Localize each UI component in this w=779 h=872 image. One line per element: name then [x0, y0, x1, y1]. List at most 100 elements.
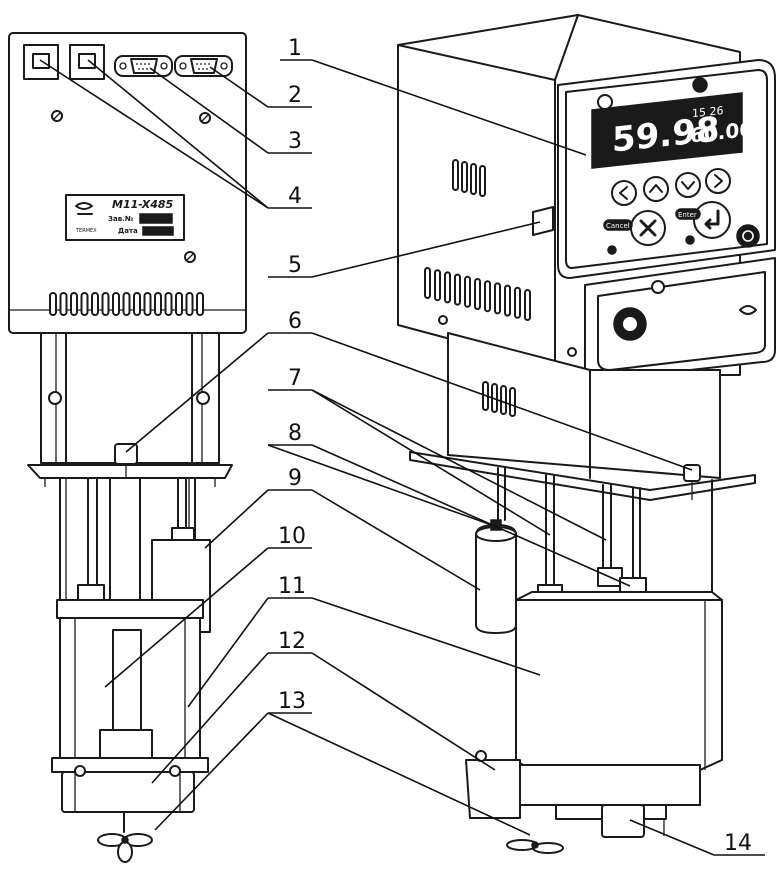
callout-12: 12 [278, 629, 306, 654]
callout-8: 8 [288, 421, 302, 446]
pump-switch-key-icon [78, 53, 96, 69]
pump-outlet-14 [601, 804, 645, 838]
arrow-right-button[interactable] [705, 168, 731, 194]
enter-button[interactable] [693, 201, 731, 239]
rs232-connector-icon [114, 55, 173, 77]
arrow-left-button[interactable] [611, 180, 637, 206]
cooling-fin [175, 292, 183, 316]
power-button[interactable] [736, 224, 760, 248]
vent-slot [524, 289, 531, 321]
screw-icon [196, 391, 210, 405]
bolt-icon [74, 765, 86, 777]
screw-icon [438, 315, 448, 325]
stirrer-shaft [112, 629, 142, 731]
enter-tag [675, 208, 701, 220]
tube-collar [56, 599, 204, 619]
rating-label [532, 206, 554, 236]
vent-slot [514, 286, 521, 319]
cancel-icon [639, 219, 657, 237]
cooling-fin [143, 292, 152, 316]
timer-icon [607, 245, 617, 255]
vent-slot [494, 282, 501, 315]
right-neck [447, 332, 721, 479]
propeller-icon [97, 833, 153, 863]
leader-lines [39, 59, 765, 856]
cooling-fin [185, 292, 194, 316]
power-indicator-icon [597, 94, 613, 110]
vent-slot [452, 159, 459, 191]
side-vents [424, 159, 531, 321]
vent-slot [434, 269, 441, 302]
vent-slot [464, 275, 471, 308]
screw-icon [48, 391, 62, 405]
vent-slot [484, 280, 491, 313]
arrow-down-button[interactable] [675, 172, 701, 198]
mounting-plate [27, 464, 233, 479]
power-icon [742, 230, 754, 242]
propeller-icon [506, 839, 564, 854]
nameplate-serial-label: Зав.№ [108, 215, 134, 223]
screw-icon [51, 110, 211, 263]
cooling-fin [59, 292, 68, 316]
display-small-readout: 15 26 [692, 104, 723, 120]
mounting-plate [409, 451, 756, 501]
level-sensor-knob [114, 443, 138, 465]
pump-base [519, 764, 701, 806]
nameplate-date-label: Дата [118, 227, 138, 235]
pump-block [465, 759, 521, 819]
rod-nut [77, 584, 105, 602]
vent-slot [500, 385, 507, 415]
callout-7: 7 [288, 366, 302, 391]
cooling-fins [49, 292, 204, 316]
vent-slot [479, 165, 486, 197]
cooling-fin [196, 292, 204, 316]
right-unit: 59.98 15 26 60.00 Cancel Enter [397, 14, 776, 854]
clock-icon [685, 235, 695, 245]
left-unit: TERMEX M11-X485 Зав.№ Дата [8, 32, 247, 863]
nameplate-serial-field [139, 213, 173, 224]
cooling-fin [133, 292, 141, 316]
cooling-fin [122, 292, 131, 316]
callout-5: 5 [288, 253, 302, 278]
enter-icon [704, 209, 720, 230]
nameplate-model: M11-X485 [112, 198, 174, 211]
vent-slot [424, 267, 431, 299]
callout-labels: 1 2 3 4 5 6 7 8 9 10 11 12 13 14 [278, 36, 752, 856]
vent-slot [454, 273, 461, 306]
usb-port-center [623, 317, 637, 331]
lock-icon [651, 280, 665, 294]
nameplate: TERMEX M11-X485 Зав.№ Дата [65, 194, 185, 241]
brand-logo-icon [739, 305, 757, 315]
cooling-fin [164, 292, 173, 316]
screw-icon [567, 347, 577, 357]
lcd-display [591, 92, 743, 169]
cooling-fin [70, 292, 78, 316]
cooling-fin [101, 292, 110, 316]
cancel-tag [603, 219, 633, 231]
vent-slot [504, 284, 511, 317]
callout-2: 2 [288, 83, 302, 108]
enter-label: Enter [678, 211, 697, 219]
callout-14: 14 [724, 831, 752, 856]
nameplate-date-field [142, 226, 174, 236]
vent-slot [444, 271, 451, 304]
callout-6: 6 [288, 309, 302, 334]
cooling-fin [112, 292, 120, 316]
cooling-fin [154, 292, 162, 316]
callout-4: 4 [288, 184, 302, 209]
callout-13: 13 [278, 689, 306, 714]
nav-buttons [611, 168, 731, 206]
cooling-fin [91, 292, 99, 316]
rs485-connector-icon [174, 55, 233, 77]
heater-box [515, 591, 723, 771]
status-indicator-icon [692, 77, 708, 93]
cancel-label: Cancel [606, 222, 630, 230]
pump-housing [61, 771, 195, 813]
cooling-fin [80, 292, 89, 316]
callout-10: 10 [278, 524, 306, 549]
callout-9: 9 [288, 466, 302, 491]
vent-slot [474, 278, 481, 310]
arrow-up-button[interactable] [643, 176, 669, 202]
